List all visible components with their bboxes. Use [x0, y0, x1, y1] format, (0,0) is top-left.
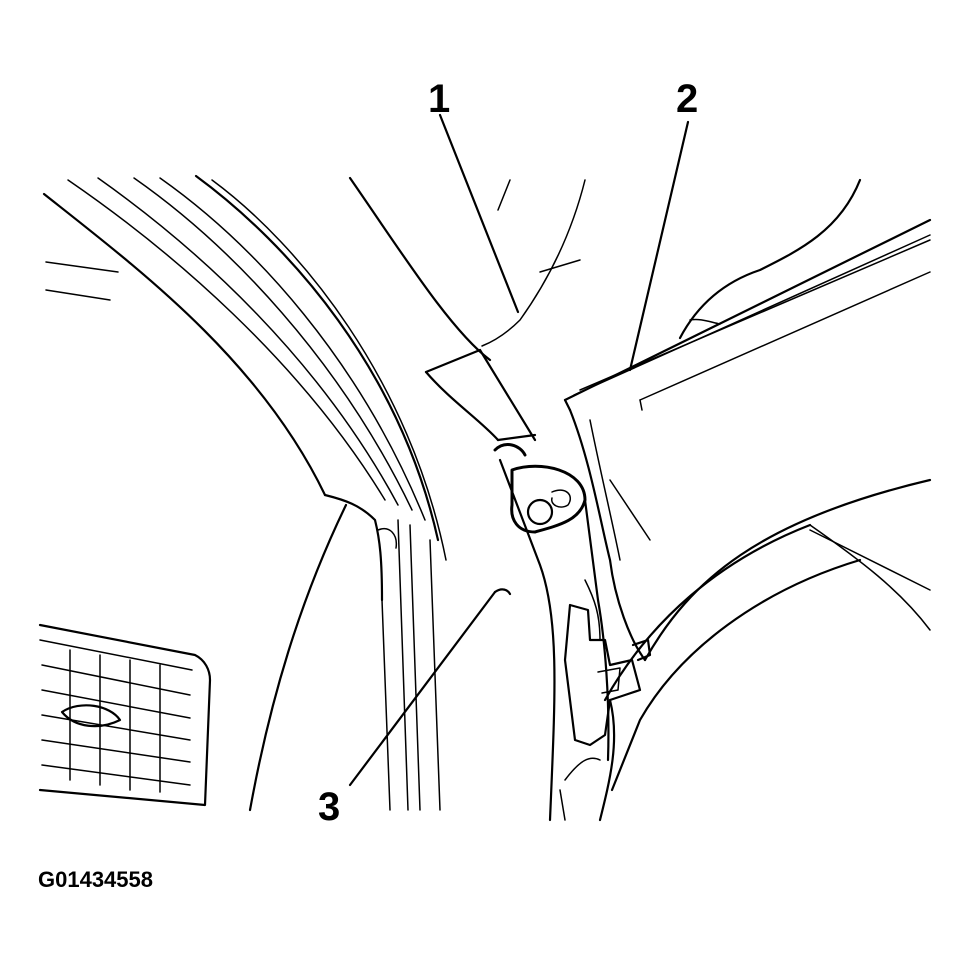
air-vent-grille [38, 623, 212, 807]
callout-1: 1 [428, 77, 450, 121]
leader-lines [348, 113, 690, 787]
figure-id: G01434558 [38, 867, 153, 892]
left-trim-panel [42, 174, 447, 812]
hinge-assembly [348, 176, 610, 822]
latch-bracket [559, 558, 862, 822]
callout-2: 2 [676, 77, 698, 121]
door-panel [563, 178, 932, 702]
callout-3: 3 [318, 785, 340, 829]
